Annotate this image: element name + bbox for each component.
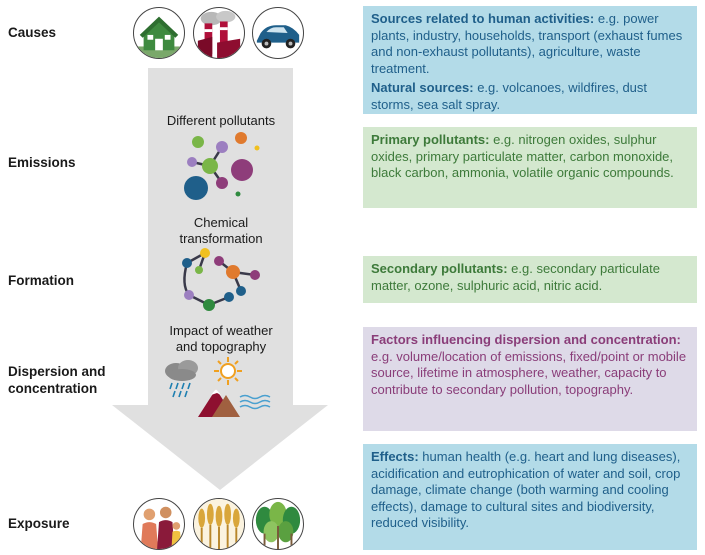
- factors-text: e.g. volume/location of emissions, fixed…: [371, 348, 687, 397]
- different-pollutants-label: Different pollutants: [166, 113, 276, 128]
- effects-text: human health (e.g. heart and lung diseas…: [371, 449, 681, 530]
- secondary-pollutants: Secondary pollutants: e.g. secondary par…: [371, 261, 689, 294]
- sources-natural: Natural sources: e.g. volcanoes, wildfir…: [371, 80, 689, 113]
- effects-box: Effects: human health (e.g. heart and lu…: [363, 444, 697, 550]
- people-icon: [133, 498, 185, 550]
- sources-human-text: e.g. power plants, industry, households,…: [371, 11, 683, 76]
- chemical-line2: transformation: [179, 231, 263, 246]
- primary-pollutants: Primary pollutants: e.g. nitrogen oxides…: [371, 132, 689, 182]
- sources-human: Sources related to human activities: e.g…: [371, 11, 689, 77]
- stage-exposure: Exposure: [8, 516, 70, 531]
- secondary-text: e.g. secondary particulate matter, ozone…: [371, 261, 661, 293]
- primary-title: Primary pollutants:: [371, 132, 490, 147]
- chemical-transformation-label: Chemical transformation: [148, 215, 294, 247]
- stage-dispersion-line1: Dispersion and: [8, 364, 106, 379]
- stage-emissions: Emissions: [8, 155, 76, 170]
- chemical-line1: Chemical: [193, 215, 249, 230]
- stage-formation: Formation: [8, 273, 74, 288]
- dispersion-factors: Factors influencing dispersion and conce…: [371, 332, 689, 398]
- weather-icon: [165, 357, 271, 417]
- molecules-icon: [184, 132, 260, 200]
- car-icon: [252, 7, 304, 59]
- effects: Effects: human health (e.g. heart and lu…: [371, 449, 689, 532]
- house-icon: [133, 7, 185, 59]
- stage-dispersion: Dispersion and concentration: [8, 363, 106, 397]
- weather-topography-label: Impact of weather and topography: [148, 323, 294, 355]
- forest-icon: [252, 498, 304, 550]
- factory-icon: [193, 7, 245, 59]
- crops-icon: [193, 498, 245, 550]
- sources-box: Sources related to human activities: e.g…: [363, 6, 697, 114]
- primary-text: e.g. nitrogen oxides, sulphur oxides, pr…: [371, 132, 674, 180]
- chemical-reaction-icon: [182, 248, 260, 311]
- primary-pollutants-box: Primary pollutants: e.g. nitrogen oxides…: [363, 127, 697, 208]
- sources-natural-text: e.g. volcanoes, wildfires, dust storms, …: [371, 80, 648, 112]
- secondary-pollutants-box: Secondary pollutants: e.g. secondary par…: [363, 256, 697, 303]
- weather-line1: Impact of weather: [169, 323, 273, 338]
- factors-title: Factors influencing dispersion and conce…: [371, 332, 681, 347]
- sources-natural-title: Natural sources:: [371, 80, 474, 95]
- dispersion-factors-box: Factors influencing dispersion and conce…: [363, 327, 697, 431]
- weather-line2: and topography: [175, 339, 267, 354]
- stage-dispersion-line2: concentration: [8, 381, 98, 396]
- stage-causes: Causes: [8, 25, 57, 40]
- effects-title: Effects:: [371, 449, 419, 464]
- secondary-title: Secondary pollutants:: [371, 261, 508, 276]
- sources-human-title: Sources related to human activities:: [371, 11, 595, 26]
